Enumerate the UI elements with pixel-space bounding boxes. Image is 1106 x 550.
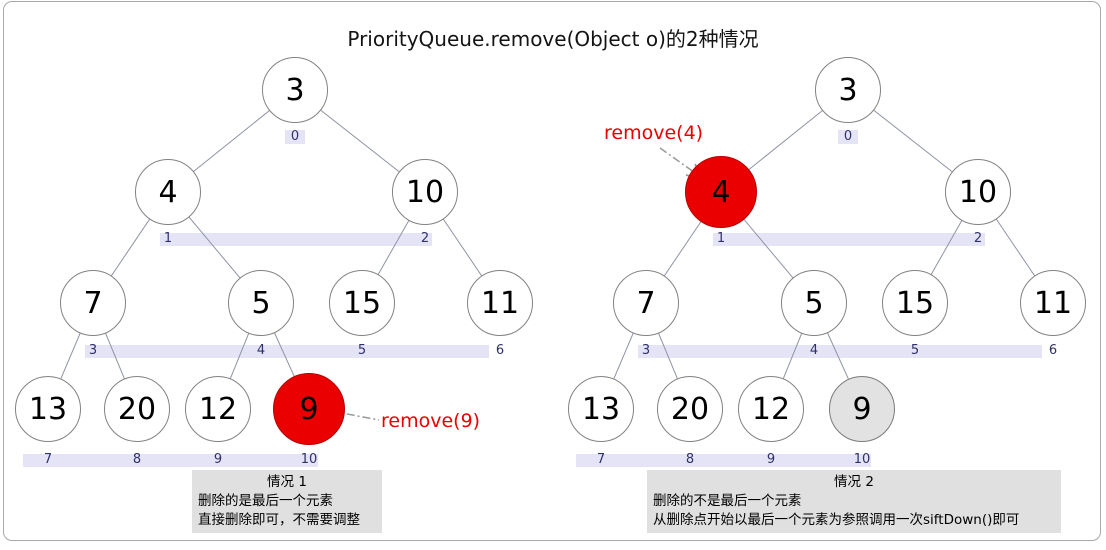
case1-caption-line2: 直接删除即可，不需要调整 bbox=[198, 512, 360, 528]
index-bar-case-2-row3 bbox=[576, 454, 871, 467]
case2-caption-line2: 从删除点开始以最后一个元素为参照调用一次siftDown()即可 bbox=[653, 512, 1020, 528]
index-label-case-2-4: 4 bbox=[809, 343, 819, 358]
heap-node-case-2-idx2: 10 bbox=[945, 159, 1011, 225]
heap-node-case-1-idx8: 20 bbox=[104, 376, 170, 442]
diagram-title: PriorityQueue.remove(Object o)的2种情况 bbox=[347, 27, 759, 51]
heap-node-case-1-idx0: 3 bbox=[262, 57, 328, 123]
heap-node-case-2-idx9: 12 bbox=[738, 376, 804, 442]
index-label-case-1-10: 10 bbox=[300, 452, 318, 467]
heap-node-case-1-idx7: 13 bbox=[15, 376, 81, 442]
case2-caption: 情况 2 删除的不是最后一个元素 从删除点开始以最后一个元素为参照调用一次sif… bbox=[647, 470, 1061, 533]
heap-node-case-2-idx10: 9 bbox=[829, 376, 895, 442]
index-label-case-2-6: 6 bbox=[1048, 343, 1058, 358]
index-label-case-2-7: 7 bbox=[596, 452, 606, 467]
index-label-case-2-5: 5 bbox=[910, 343, 920, 358]
index-bar-case-2-row1 bbox=[713, 233, 985, 246]
heap-node-case-2-idx8: 20 bbox=[657, 376, 723, 442]
heap-node-case-2-idx7: 13 bbox=[568, 376, 634, 442]
index-label-case-1-6: 6 bbox=[495, 343, 505, 358]
heap-node-case-1-idx1: 4 bbox=[135, 159, 201, 225]
index-label-case-2-0: 0 bbox=[843, 129, 853, 144]
heap-node-case-1-idx5: 15 bbox=[329, 270, 395, 336]
index-bar-case-1-row1 bbox=[160, 233, 432, 246]
remove-annotation-case1: remove(9) bbox=[381, 410, 481, 432]
case1-caption: 情况 1 删除的是最后一个元素 直接删除即可，不需要调整 bbox=[192, 470, 382, 533]
index-label-case-1-8: 8 bbox=[132, 452, 142, 467]
case1-caption-title: 情况 1 bbox=[267, 474, 307, 490]
heap-node-case-2-idx3: 7 bbox=[613, 270, 679, 336]
heap-node-case-1-idx6: 11 bbox=[467, 270, 533, 336]
index-label-case-1-3: 3 bbox=[88, 343, 98, 358]
heap-node-case-1-idx4: 5 bbox=[228, 270, 294, 336]
index-label-case-1-7: 7 bbox=[43, 452, 53, 467]
heap-node-case-1-idx3: 7 bbox=[60, 270, 126, 336]
heap-node-case-2-idx4: 5 bbox=[781, 270, 847, 336]
index-label-case-2-8: 8 bbox=[685, 452, 695, 467]
index-label-case-1-1: 1 bbox=[163, 231, 173, 246]
canvas-frame bbox=[3, 1, 1101, 541]
case2-caption-line1: 删除的不是最后一个元素 bbox=[653, 493, 802, 509]
index-label-case-1-9: 9 bbox=[213, 452, 223, 467]
index-label-case-2-1: 1 bbox=[716, 231, 726, 246]
heap-node-case-2-idx1: 4 bbox=[685, 156, 757, 228]
heap-node-case-2-idx0: 3 bbox=[815, 57, 881, 123]
index-bar-case-1-row3 bbox=[23, 454, 318, 467]
case2-caption-title: 情况 2 bbox=[834, 474, 874, 490]
index-bar-case-2-row2 bbox=[638, 345, 1042, 358]
heap-node-case-1-idx2: 10 bbox=[392, 159, 458, 225]
index-label-case-1-4: 4 bbox=[256, 343, 266, 358]
index-label-case-2-3: 3 bbox=[641, 343, 651, 358]
index-label-case-2-10: 10 bbox=[853, 452, 871, 467]
index-label-case-2-9: 9 bbox=[766, 452, 776, 467]
remove-annotation-case2: remove(4) bbox=[604, 122, 704, 144]
index-label-case-2-2: 2 bbox=[973, 231, 983, 246]
heap-node-case-1-idx10: 9 bbox=[273, 373, 345, 445]
index-label-case-1-5: 5 bbox=[357, 343, 367, 358]
index-bar-case-1-row2 bbox=[85, 345, 489, 358]
index-label-case-1-0: 0 bbox=[290, 129, 300, 144]
index-label-case-1-2: 2 bbox=[420, 231, 430, 246]
case1-caption-line1: 删除的是最后一个元素 bbox=[198, 493, 333, 509]
heap-node-case-2-idx6: 11 bbox=[1020, 270, 1086, 336]
heap-node-case-1-idx9: 12 bbox=[185, 376, 251, 442]
heap-node-case-2-idx5: 15 bbox=[882, 270, 948, 336]
